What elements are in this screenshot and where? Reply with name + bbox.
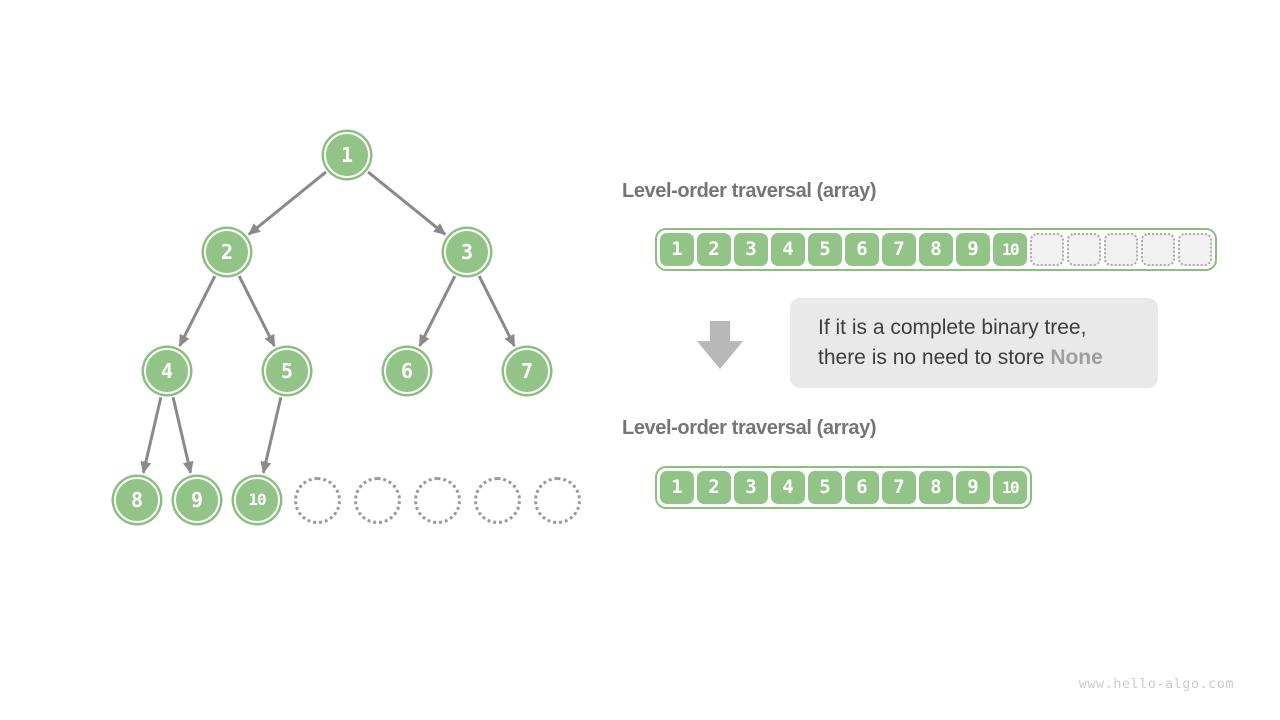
watermark: www.hello-algo.com [1078,676,1234,692]
array-cell-6: 6 [845,471,879,504]
array-cell-7: 7 [882,233,916,266]
array-cell-10: 10 [993,233,1027,266]
array-cell-1: 1 [660,233,694,266]
tree-edge-4-8 [140,396,163,474]
tree-node-empty [473,476,521,524]
tree-edge-1-3 [367,170,447,236]
array-cell-4: 4 [771,233,805,266]
array-label-top: Level-order traversal (array) [622,180,877,202]
tree-node-1: 1 [324,132,370,178]
array-cell-1: 1 [660,471,694,504]
tree-edge-5-10 [260,396,283,474]
array-cell-2: 2 [697,471,731,504]
array-cell-7: 7 [882,471,916,504]
tree-node-5: 5 [264,348,310,394]
tree-node-10: 10 [234,477,280,523]
array-cell-6: 6 [845,233,879,266]
array-cell-empty [1067,233,1101,266]
tree-node-empty [353,476,401,524]
array-label-bottom: Level-order traversal (array) [622,417,877,439]
tree-node-8: 8 [114,477,160,523]
array-cell-10: 10 [993,471,1027,504]
array-cell-3: 3 [734,471,768,504]
tree-node-7: 7 [504,348,550,394]
array-cell-empty [1141,233,1175,266]
array-cell-empty [1178,233,1212,266]
none-keyword: None [1050,346,1103,369]
tree-edge-1-2 [247,170,327,236]
array-cell-8: 8 [919,233,953,266]
array-cell-empty [1030,233,1064,266]
tree-edge-group [140,170,516,474]
tree-edge-3-6 [418,275,457,347]
array-cell-empty [1104,233,1138,266]
tree-node-6: 6 [384,348,430,394]
tree-node-9: 9 [174,477,220,523]
array-cell-3: 3 [734,233,768,266]
array-cell-5: 5 [808,233,842,266]
array-cell-9: 9 [956,233,990,266]
note-line-1: If it is a complete binary tree, [818,316,1087,339]
tree-node-empty [413,476,461,524]
array-cell-4: 4 [771,471,805,504]
tree-node-empty [533,476,581,524]
tree-edge-2-4 [178,275,217,347]
tree-node-3: 3 [444,229,490,275]
array-cell-2: 2 [697,233,731,266]
tree-node-4: 4 [144,348,190,394]
tree-edge-4-9 [171,396,194,474]
down-arrow-icon [697,321,743,369]
tree-edge-3-7 [477,275,516,347]
array-cell-9: 9 [956,471,990,504]
tree-edge-2-5 [237,275,276,347]
tree-node-empty [293,476,341,524]
note-line-2: there is no need to store None [818,346,1103,369]
array-cell-8: 8 [919,471,953,504]
tree-node-2: 2 [204,229,250,275]
note-box: If it is a complete binary tree, there i… [790,298,1158,388]
array-cell-5: 5 [808,471,842,504]
